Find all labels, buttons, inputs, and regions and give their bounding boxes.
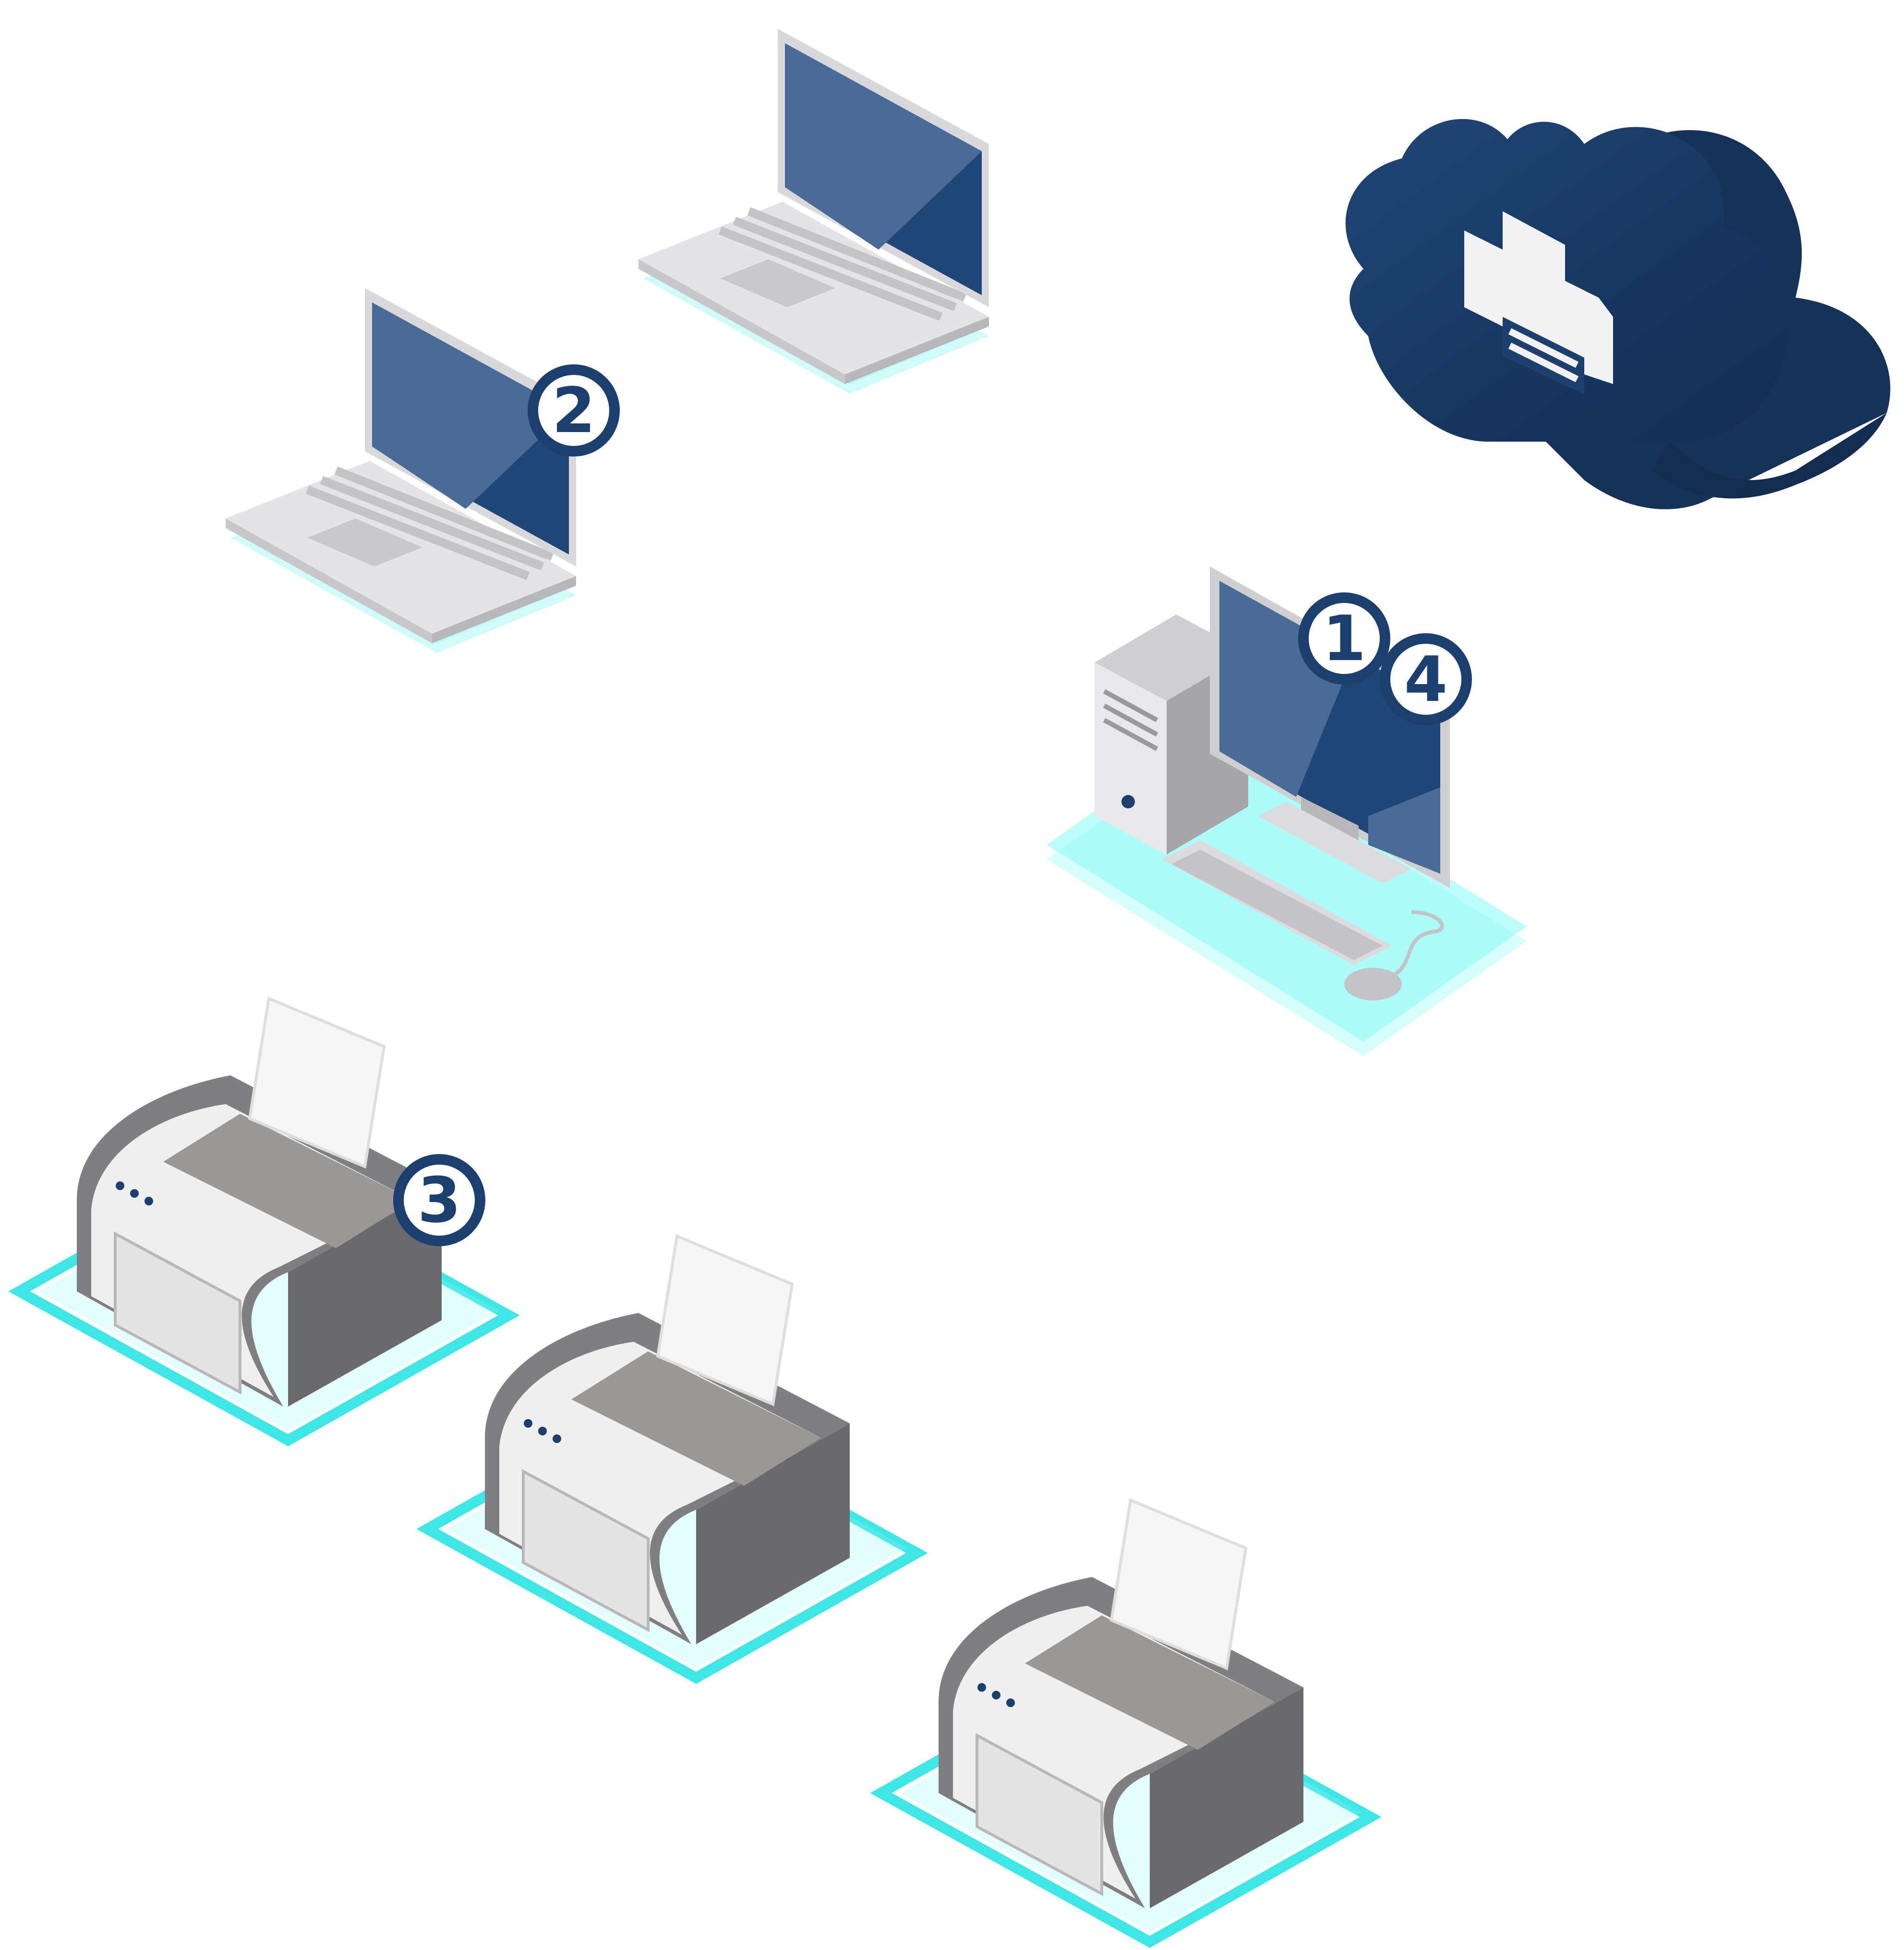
printer-1 (8, 996, 520, 1446)
badge-3-label: 3 (418, 1164, 461, 1237)
printer-2 (416, 1234, 928, 1684)
printer-icon (870, 1498, 1382, 1948)
badge-4-label: 4 (1404, 643, 1447, 716)
printer-icon (8, 996, 520, 1446)
badge-2-label: 2 (552, 374, 595, 447)
cloud-print-icon (1345, 119, 1891, 509)
badge-2: 2 (528, 364, 620, 457)
badge-1: 1 (1298, 592, 1390, 685)
printer-icon (416, 1234, 928, 1684)
laptop-top (639, 29, 989, 394)
desktop-computer-icon (1047, 566, 1527, 1056)
printer-3 (870, 1498, 1382, 1948)
laptop-left (226, 288, 576, 653)
printer-glyph-icon (1464, 211, 1613, 394)
badge-3: 3 (393, 1154, 485, 1246)
badge-4: 4 (1380, 633, 1472, 725)
badge-1-label: 1 (1323, 602, 1366, 675)
